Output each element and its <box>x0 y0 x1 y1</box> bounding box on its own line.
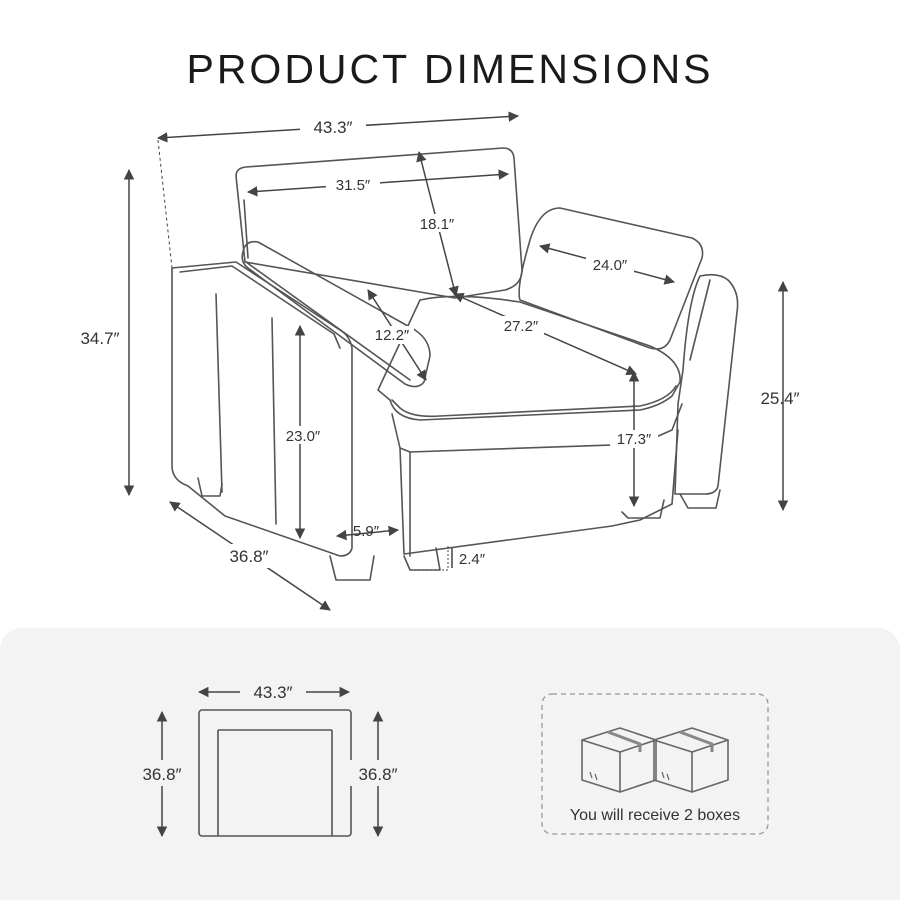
label-overall-width: 43.3″ <box>313 118 352 137</box>
package-note-text: You will receive 2 boxes <box>570 807 740 824</box>
leg <box>679 489 721 509</box>
page-title: PRODUCT DIMENSIONS <box>186 46 714 92</box>
leg <box>329 555 375 581</box>
label-pillow-height: 12.2″ <box>375 327 410 344</box>
left-pillow <box>241 240 431 388</box>
leg <box>621 499 665 519</box>
box-icon <box>653 727 729 793</box>
leg-height-bracket <box>410 546 449 571</box>
label-arm-side-height: 23.0″ <box>286 428 321 445</box>
label-leg-height: 2.4″ <box>459 551 486 568</box>
back-cushion <box>235 147 523 299</box>
right-pillow <box>518 207 704 350</box>
right-arm <box>674 273 739 495</box>
package-note-frame <box>541 693 769 835</box>
label-pillow-width: 24.0″ <box>593 257 628 274</box>
leg <box>197 477 223 497</box>
label-box-depth-right: 36.8″ <box>358 765 397 784</box>
label-back-width: 31.5″ <box>336 177 371 194</box>
label-arm-width: 5.9″ <box>353 523 380 540</box>
seat-base <box>391 403 683 453</box>
chair-drawing <box>171 147 739 581</box>
leg <box>403 547 441 571</box>
label-arm-height: 25.4″ <box>760 389 799 408</box>
label-seat-height: 17.3″ <box>617 431 652 448</box>
box-icon <box>581 727 657 793</box>
label-overall-depth: 36.8″ <box>229 547 268 566</box>
label-seat-depth: 27.2″ <box>504 318 539 335</box>
label-box-depth-left: 36.8″ <box>142 765 181 784</box>
arm-width-arrow <box>335 525 400 541</box>
label-back-height: 18.1″ <box>420 216 455 233</box>
seat-cushion <box>377 295 681 421</box>
label-overall-height: 34.7″ <box>80 329 119 348</box>
left-arm <box>171 261 353 557</box>
seat-depth-arrow <box>453 292 637 376</box>
overall-width-guide <box>157 139 173 269</box>
label-box-width: 43.3″ <box>253 683 292 702</box>
top-view-drawing <box>198 709 352 837</box>
